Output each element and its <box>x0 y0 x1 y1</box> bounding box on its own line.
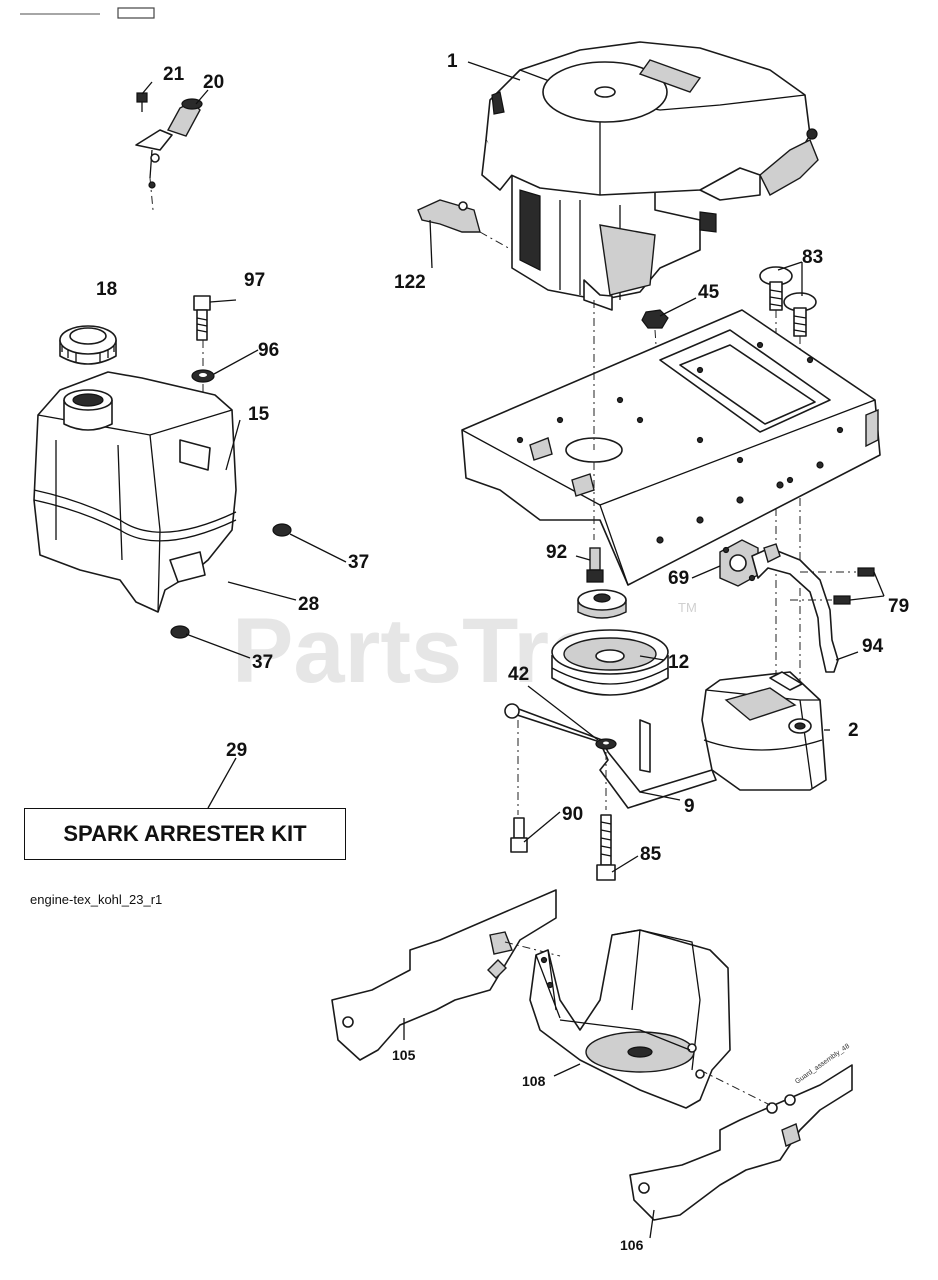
callout-122: 122 <box>394 272 426 293</box>
callout-96: 96 <box>258 340 279 361</box>
callout-85: 85 <box>640 844 662 865</box>
fuel-line <box>170 523 292 639</box>
belt-guide-rod <box>504 703 717 809</box>
callout-69: 69 <box>668 568 689 589</box>
bolt-92 <box>586 547 604 583</box>
callout-105: 105 <box>392 1047 416 1063</box>
engine-pulley <box>551 589 669 696</box>
callout-18: 18 <box>96 279 117 300</box>
callout-12: 12 <box>668 652 689 673</box>
callout-92: 92 <box>546 542 567 563</box>
bolts-83 <box>759 266 817 688</box>
callout-79: 79 <box>888 596 909 617</box>
fuel-tank <box>33 371 237 613</box>
callout-2: 2 <box>848 720 859 741</box>
callout-labels: 1 2 9 12 15 18 20 21 28 29 37 37 42 45 6… <box>96 51 909 1253</box>
callout-83: 83 <box>802 247 823 268</box>
callout-15: 15 <box>248 404 270 425</box>
callout-106: 106 <box>620 1237 644 1253</box>
engine-bracket-122 <box>417 199 513 251</box>
callout-20: 20 <box>203 72 224 93</box>
muffler-gasket-69 <box>719 539 759 587</box>
callout-94: 94 <box>862 636 884 657</box>
bolt-85 <box>596 752 616 881</box>
header-scrap-marks <box>20 7 155 19</box>
callout-37-top: 37 <box>348 552 369 573</box>
fuel-cap <box>59 325 117 365</box>
callout-42: 42 <box>508 664 529 685</box>
exhaust-pipe-94 <box>751 543 839 673</box>
callout-37-bottom: 37 <box>252 652 273 673</box>
callout-9: 9 <box>684 796 695 817</box>
callout-108: 108 <box>522 1073 546 1089</box>
diagram-reference-code: engine-tex_kohl_23_r1 <box>30 892 163 907</box>
right-shield-106 <box>629 1064 853 1221</box>
callout-90: 90 <box>562 804 583 825</box>
engine-deck-frame <box>461 300 881 586</box>
bolt-90 <box>510 720 528 853</box>
callout-97: 97 <box>244 270 265 291</box>
callout-leaders <box>141 61 885 1239</box>
engine-guard-108: Guard_assembly_48 <box>529 929 851 1109</box>
callout-1: 1 <box>447 51 458 72</box>
callout-45: 45 <box>698 282 720 303</box>
engine <box>481 41 819 311</box>
throttle-control <box>135 92 203 211</box>
svg-text:TM: TM <box>678 600 697 615</box>
muffler <box>701 671 827 791</box>
left-shield-105 <box>331 889 561 1061</box>
spark-arrester-kit-box: SPARK ARRESTER KIT <box>24 808 346 860</box>
callout-21: 21 <box>163 64 185 85</box>
callout-29: 29 <box>226 740 247 761</box>
callout-28: 28 <box>298 594 319 615</box>
